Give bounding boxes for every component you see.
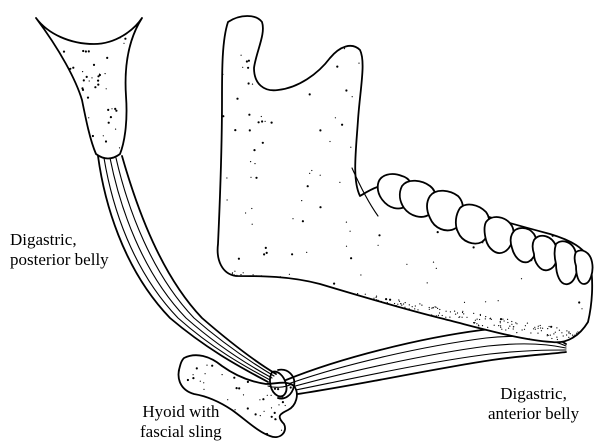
label-anterior-line1: Digastric, <box>488 384 579 404</box>
label-hyoid-line1: Hyoid with <box>140 402 222 422</box>
label-anterior-belly: Digastric, anterior belly <box>488 384 579 424</box>
label-posterior-line2: posterior belly <box>10 250 109 270</box>
label-anterior-line2: anterior belly <box>488 404 579 424</box>
label-posterior-belly: Digastric, posterior belly <box>10 230 109 270</box>
label-posterior-line1: Digastric, <box>10 230 109 250</box>
mastoid-process <box>36 17 142 160</box>
label-hyoid: Hyoid with fascial sling <box>140 402 222 442</box>
label-hyoid-line2: fascial sling <box>140 422 222 442</box>
